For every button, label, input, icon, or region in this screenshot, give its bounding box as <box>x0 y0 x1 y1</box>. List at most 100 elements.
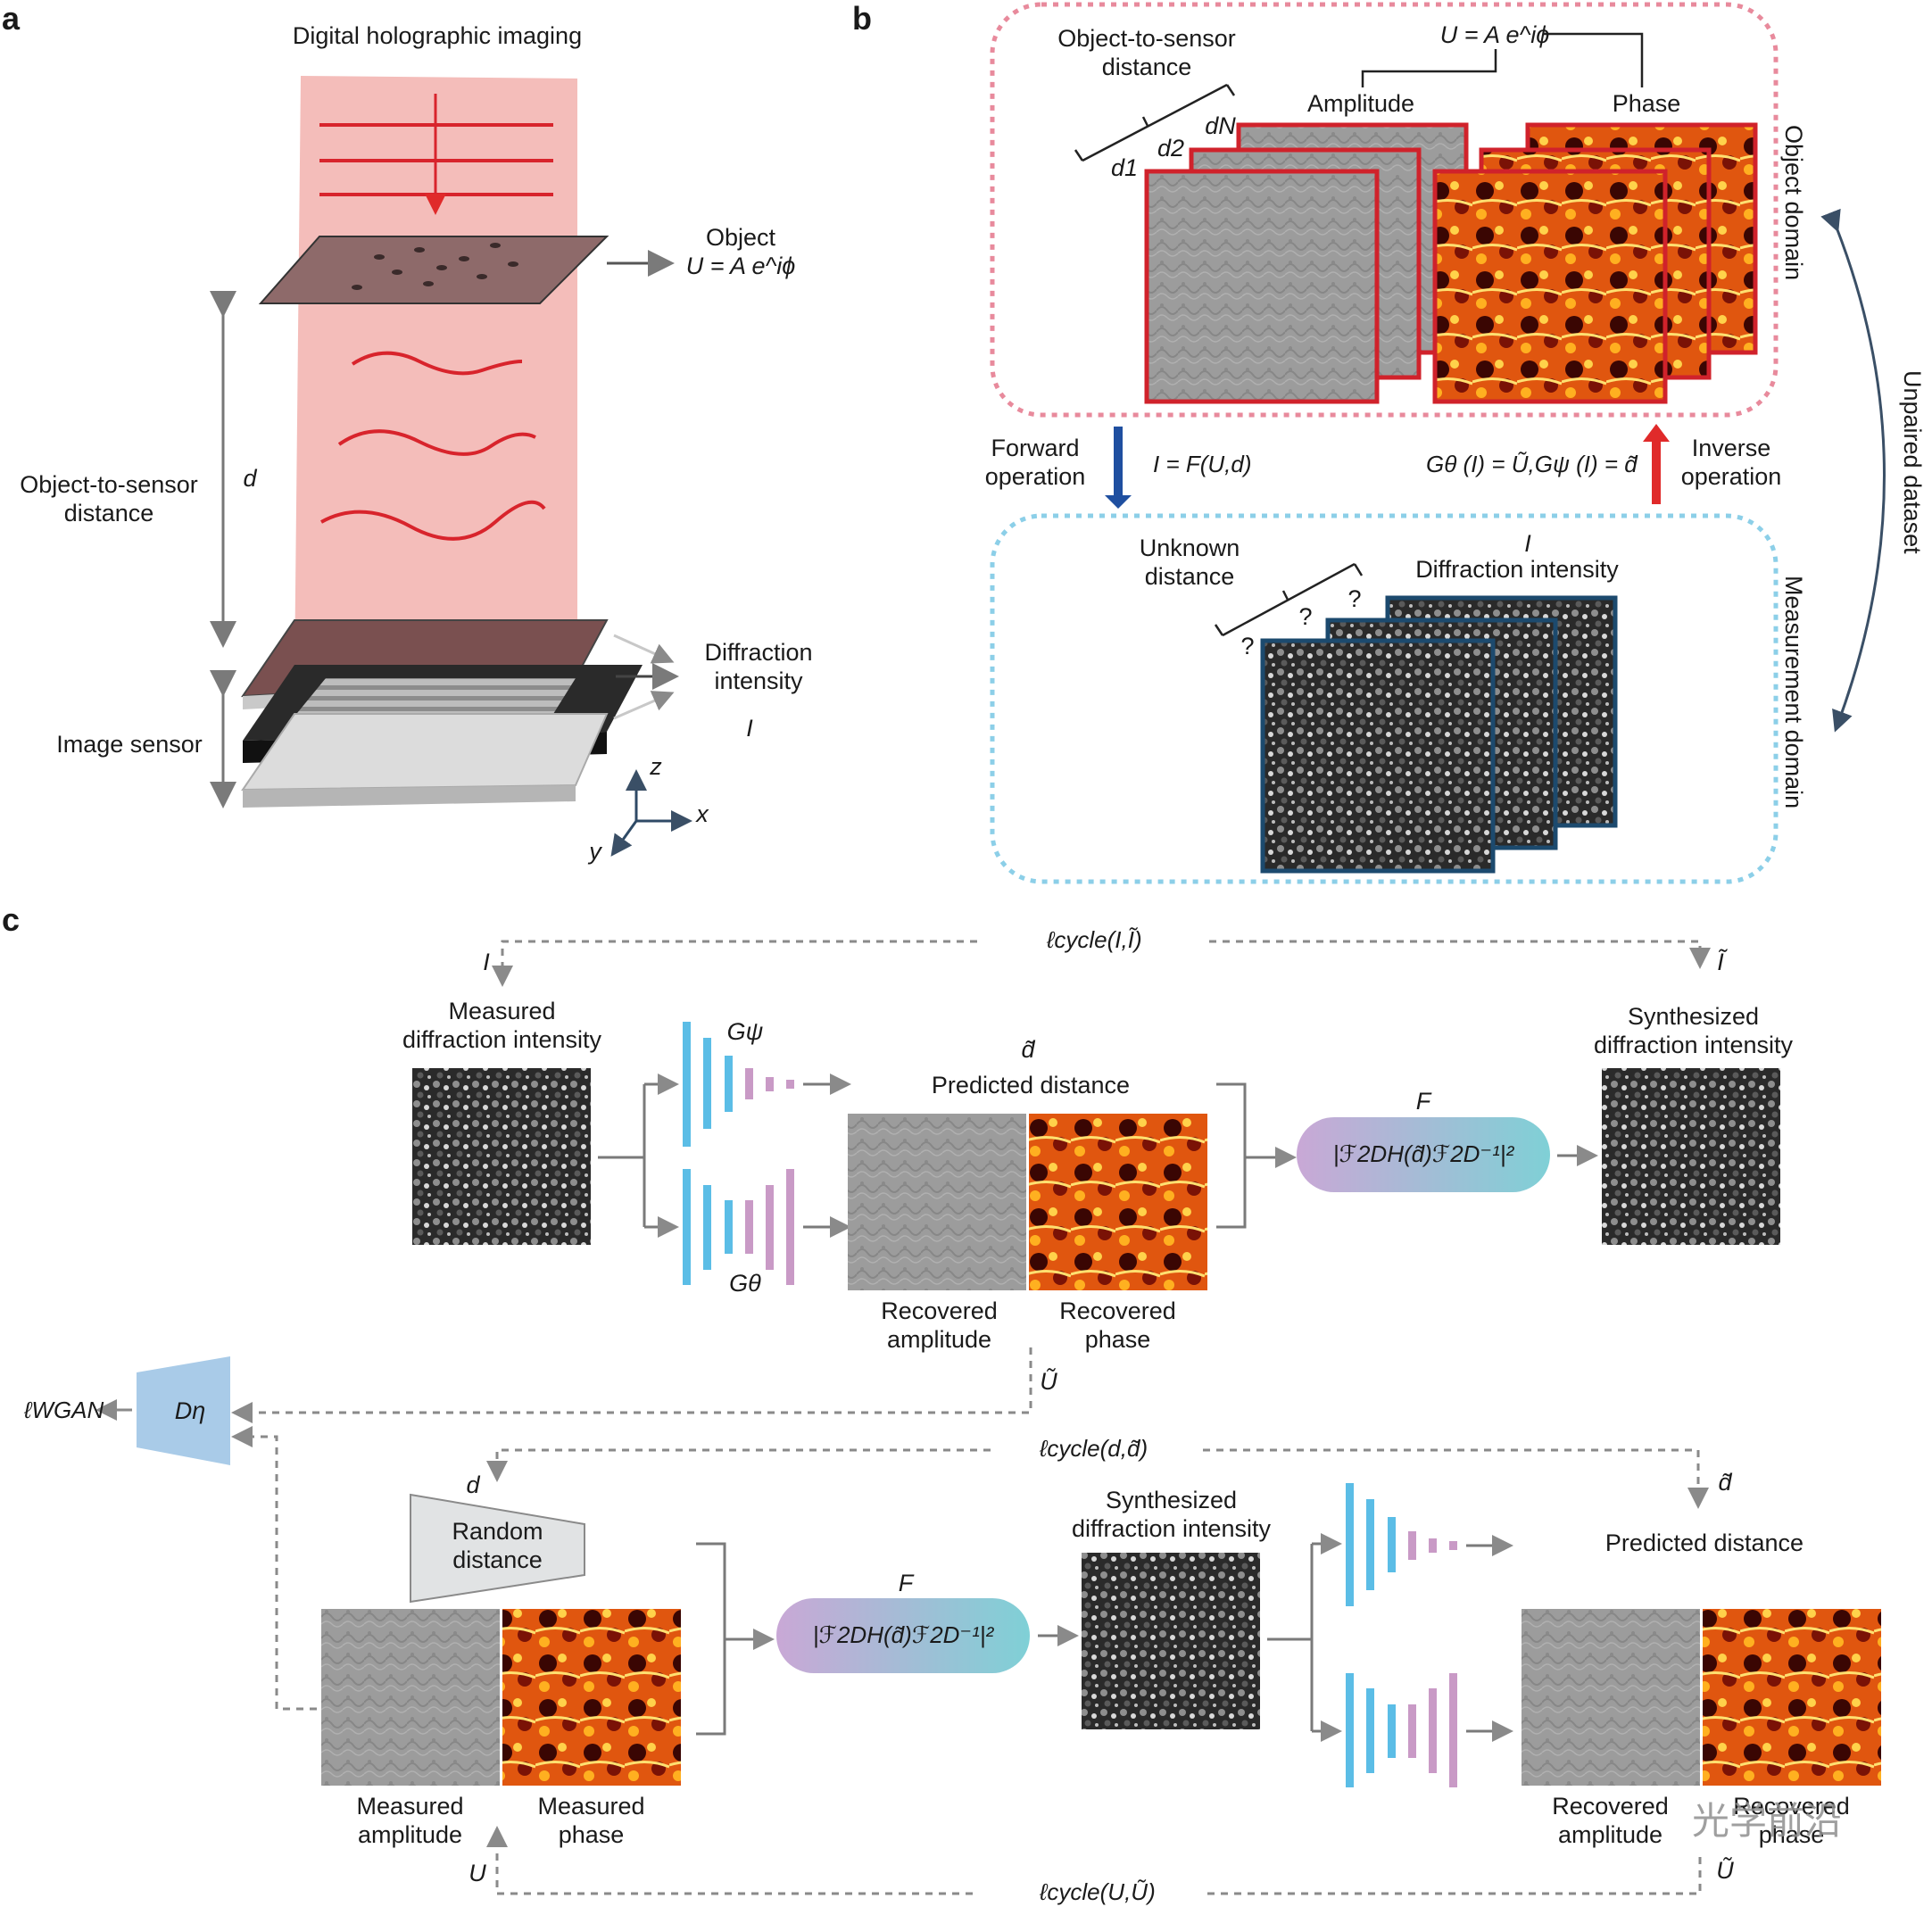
inverse-operation-label: Inverse operation <box>1680 435 1782 490</box>
c-U-symbol: U <box>468 1860 486 1886</box>
random-distance-block <box>410 1493 585 1604</box>
amplitude-image-d1 <box>1144 169 1380 404</box>
amplitude-label: Amplitude <box>1306 90 1415 117</box>
c-U-tilde-2: Ũ <box>1716 1857 1734 1884</box>
panel-a-title: Digital holographic imaging <box>292 22 583 49</box>
axis-x-label: x <box>696 800 709 827</box>
recovered-phase-label-2: Recovered phase <box>1733 1793 1850 1848</box>
g-theta-network-2 <box>1346 1673 1457 1787</box>
laser-beam <box>294 76 577 678</box>
image-sensor-label: Image sensor <box>56 731 203 758</box>
random-distance-label: Random distance <box>452 1518 543 1573</box>
g-theta-network <box>683 1169 794 1285</box>
bottom-branch-lines <box>1267 1533 1342 1742</box>
d2-label: d2 <box>1157 135 1185 162</box>
u-eq-connectors <box>1361 32 1644 87</box>
measurement-domain-box <box>990 513 1779 884</box>
bottom-merge-lines <box>696 1542 775 1736</box>
discriminator <box>137 1356 230 1465</box>
wgan-loss: ℓWGAN <box>24 1397 104 1423</box>
recovered-amplitude-image <box>848 1114 1026 1290</box>
d-symbol: d <box>243 465 257 492</box>
dN-label: dN <box>1205 112 1236 139</box>
c-d-tilde-2: d̃ <box>1718 1469 1732 1496</box>
F-symbol: F <box>1415 1088 1431 1115</box>
watermark: 光学前沿 <box>1691 1800 1842 1842</box>
unpaired-dataset-label: Unpaired dataset <box>1899 370 1926 554</box>
panel-letter-b: b <box>852 0 872 37</box>
measured-amplitude-label: Measured amplitude <box>356 1793 464 1848</box>
cycle-I-dashed <box>492 940 1711 987</box>
cycle-loss-I: ℓcycle(I,Ĩ) <box>1047 926 1142 953</box>
forward-operation-label: Forward operation <box>984 435 1086 490</box>
object-particles <box>352 243 518 290</box>
object-label: Object <box>705 224 776 251</box>
panel-letter-a: a <box>2 0 21 37</box>
diffraction-arrow-lower <box>613 691 675 720</box>
synth-diffraction-image-2 <box>1082 1553 1260 1729</box>
recovered-amplitude-label-2: Recovered amplitude <box>1552 1793 1669 1848</box>
b-object-distance-label: Object-to-sensor distance <box>1057 25 1236 80</box>
forward-model-pill <box>1297 1117 1550 1192</box>
axis-y-label: y <box>589 838 601 865</box>
question-mark-3: ? <box>1347 585 1362 612</box>
c-d-tilde: d̃ <box>1021 1036 1035 1063</box>
top-merge-lines <box>1216 1082 1297 1229</box>
object-domain-box <box>990 2 1779 418</box>
measured-to-disc-dashed <box>231 1426 317 1711</box>
object-domain-label: Object domain <box>1780 125 1807 281</box>
discriminator-label: Dη <box>174 1397 206 1424</box>
i-symbol-a: I <box>746 715 753 742</box>
axis-z-label: z <box>650 753 662 780</box>
top-branch-lines <box>598 1074 679 1238</box>
diffraction-arrow-upper <box>613 634 675 664</box>
forward-model-pill-2 <box>776 1598 1030 1673</box>
synth-diffraction-label: Synthesized diffraction intensity <box>1593 1003 1794 1058</box>
sensor-base <box>241 713 609 792</box>
panel-letter-c: c <box>2 901 21 938</box>
b-u-equation: U = A e^iϕ <box>1439 21 1550 48</box>
cycle-loss-d: ℓcycle(d,d̃) <box>1040 1435 1148 1462</box>
synth-diffraction-label-2: Synthesized diffraction intensity <box>1071 1487 1272 1542</box>
measurement-domain-label: Measurement domain <box>1780 576 1807 809</box>
diffraction-image-1 <box>1260 638 1496 874</box>
cycle-d-dashed <box>486 1448 1709 1509</box>
question-mark-1: ? <box>1240 633 1255 659</box>
inverse-equation: Gθ (I) = Ũ,Gψ (I) = d̃ <box>1426 451 1638 477</box>
question-mark-2: ? <box>1298 603 1313 630</box>
u-tilde-dashed <box>231 1347 1032 1423</box>
phase-label: Phase <box>1612 90 1681 117</box>
recovered-amplitude-image-2 <box>1522 1609 1700 1786</box>
object-distance-axis <box>1074 83 1236 162</box>
cycle-loss-U: ℓcycle(U,Ũ) <box>1040 1878 1156 1905</box>
phase-image-d1 <box>1432 169 1668 404</box>
c-I-tilde: Ĩ <box>1717 949 1724 975</box>
measured-diffraction-label: Measured diffraction intensity <box>402 998 602 1053</box>
measured-phase-image <box>502 1609 681 1786</box>
g-psi-label: Gψ <box>726 1018 764 1045</box>
predicted-distance-label-2: Predicted distance <box>1604 1530 1804 1556</box>
g-psi-network-2 <box>1346 1483 1457 1606</box>
F-symbol-2: F <box>898 1570 914 1596</box>
diffracted-waves <box>320 351 546 541</box>
axes-gizmo <box>610 769 692 857</box>
unknown-distance-label: Unknown distance <box>1139 535 1240 590</box>
c-I-symbol: I <box>483 949 490 975</box>
recovered-amplitude-label: Recovered amplitude <box>881 1297 998 1353</box>
predicted-distance-label: Predicted distance <box>931 1072 1131 1098</box>
g-psi-network <box>683 1022 794 1147</box>
sensor-base-side <box>243 785 576 808</box>
forward-model-formula: |ℱ2DH(d̃)ℱ2D⁻¹|² <box>1332 1140 1514 1167</box>
object-equation: U = A e^iϕ <box>685 253 796 279</box>
d1-label: d1 <box>1110 154 1139 181</box>
g-theta-label: Gθ <box>729 1270 761 1297</box>
forward-equation: I = F(U,d) <box>1153 451 1252 477</box>
c-U-tilde: Ũ <box>1040 1368 1057 1395</box>
synth-diffraction-image <box>1602 1068 1780 1245</box>
measured-phase-label: Measured phase <box>537 1793 645 1848</box>
measured-amplitude-image <box>321 1609 500 1786</box>
i-symbol-b: I <box>1524 530 1531 557</box>
measured-diffraction-image <box>412 1068 591 1245</box>
cycle-U-dashed <box>486 1826 1702 1895</box>
